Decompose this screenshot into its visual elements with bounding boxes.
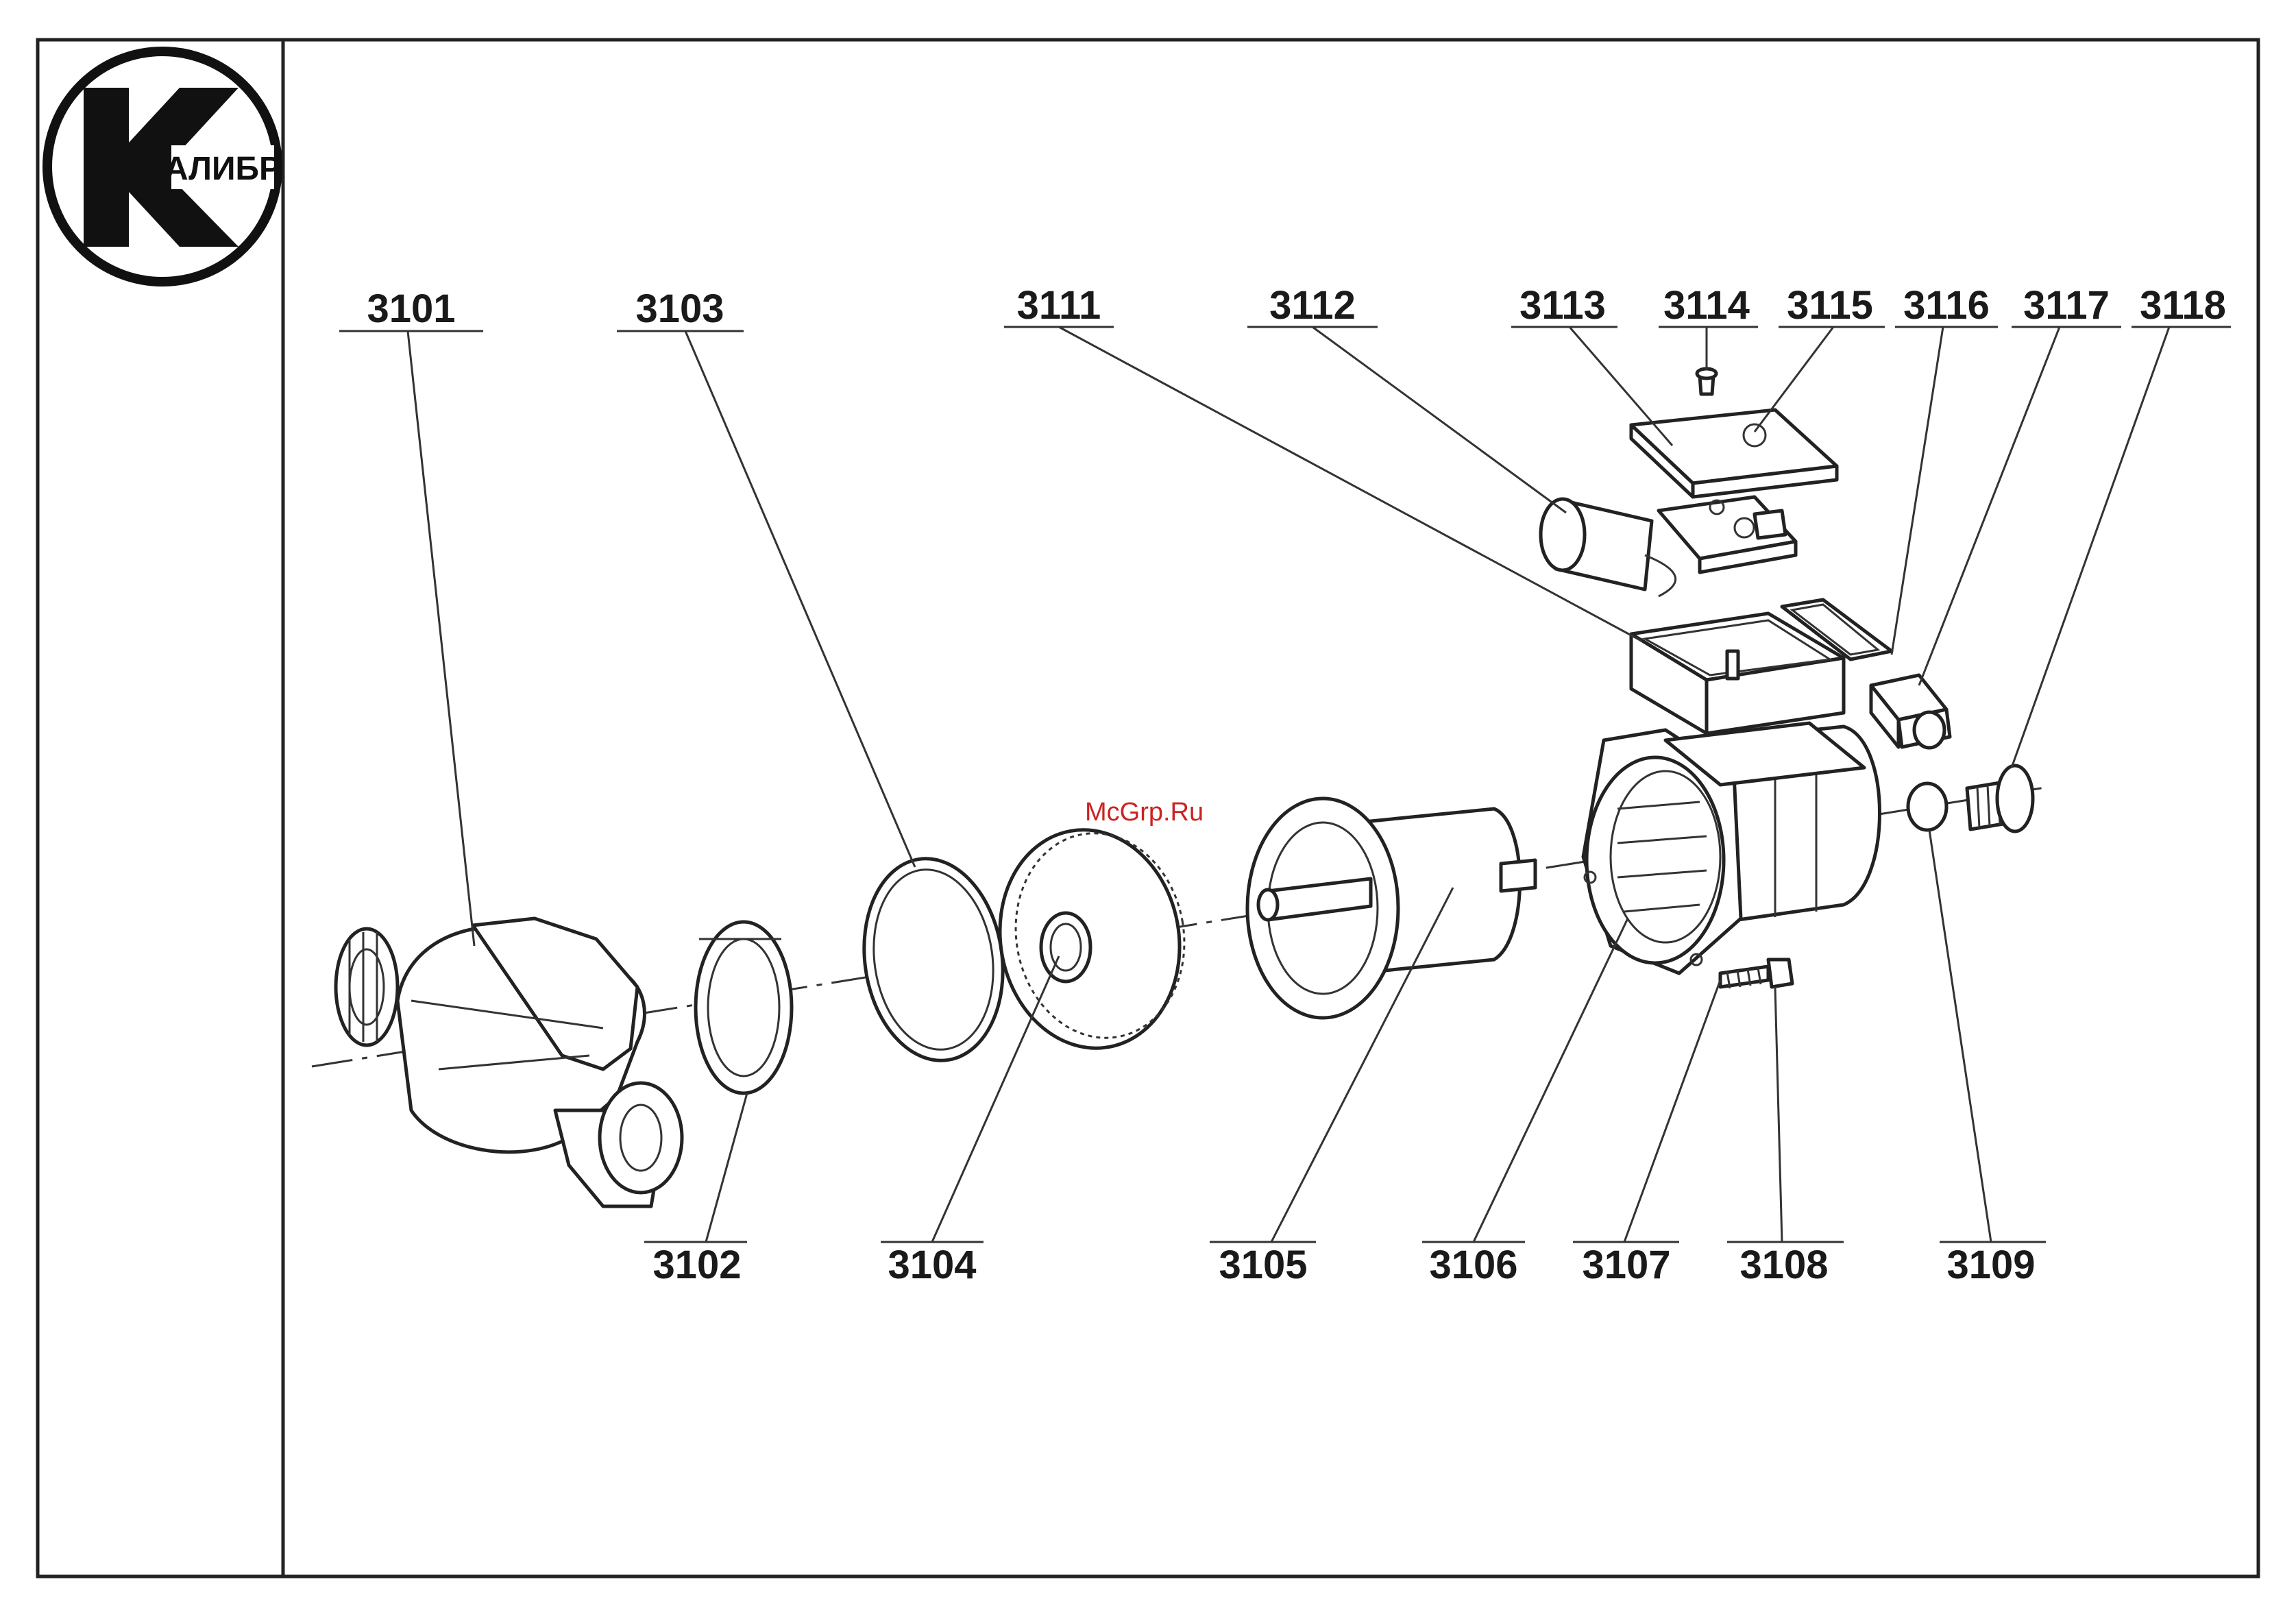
part-motor-housing-3106	[1583, 723, 1880, 973]
label-3113: 3113	[1519, 283, 1606, 328]
bottom-labels: 3102 3104 3105 3106 3107 3108 3109	[644, 1242, 2046, 1287]
label-3114: 3114	[1663, 283, 1750, 328]
label-3106: 3106	[1429, 1243, 1517, 1287]
part-impeller-3104	[983, 816, 1200, 1062]
part-o-ring-3103	[851, 850, 1015, 1070]
part-terminal-plate-3113	[1659, 497, 1796, 572]
part-capacitor-3112	[1541, 499, 1676, 596]
part-cover-3115	[1631, 410, 1837, 497]
label-3102: 3102	[652, 1243, 741, 1287]
part-cable-gland-3117	[1871, 675, 1950, 748]
top-labels: 3101 3103 3111 3112 3113 3114 3115 3116 …	[339, 283, 2231, 331]
label-3118: 3118	[2140, 283, 2226, 328]
watermark-text: McGrp.Ru	[1085, 798, 1204, 827]
part-ring-3102	[696, 922, 792, 1093]
label-3108: 3108	[1739, 1243, 1828, 1287]
part-rotor-3105	[1247, 799, 1535, 1018]
label-3104: 3104	[888, 1243, 976, 1287]
label-3105: 3105	[1219, 1243, 1307, 1287]
label-3111: 3111	[1017, 283, 1101, 328]
label-3101: 3101	[367, 287, 455, 331]
label-3115: 3115	[1787, 283, 1873, 328]
label-3116: 3116	[1903, 283, 1990, 328]
part-screw-3108	[1720, 960, 1792, 988]
part-small-screw-3114	[1697, 369, 1716, 394]
label-3103: 3103	[635, 287, 724, 331]
label-3117: 3117	[2023, 283, 2110, 328]
label-3107: 3107	[1582, 1243, 1670, 1287]
label-3112: 3112	[1269, 283, 1356, 328]
part-pump-housing	[336, 918, 682, 1206]
label-3109: 3109	[1946, 1243, 2035, 1287]
part-plug-3118	[1967, 766, 2033, 831]
kalibr-logo: АЛИБР	[47, 51, 281, 282]
logo-text: АЛИБР	[164, 151, 281, 187]
part-o-ring-3109	[1908, 783, 1946, 830]
